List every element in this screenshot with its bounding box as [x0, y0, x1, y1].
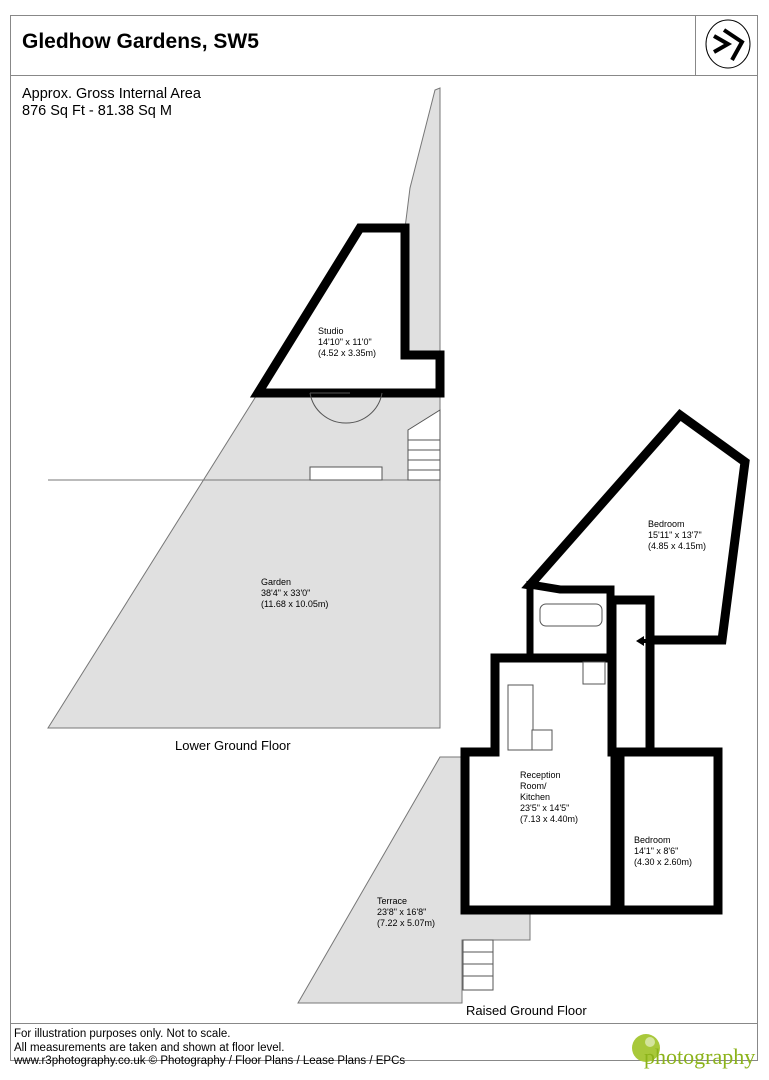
logo-text: photography [644, 1044, 756, 1069]
reception-label-2: Room/ [520, 781, 547, 791]
bathtub [539, 603, 603, 627]
disclaimer-line-1: For illustration purposes only. Not to s… [14, 1028, 231, 1040]
studio-label: Studio [318, 326, 344, 336]
garden-bench [309, 466, 383, 481]
disclaimer-line-2: All measurements are taken and shown at … [14, 1041, 285, 1054]
garden-metric: (11.68 x 10.05m) [261, 599, 328, 609]
lower-ground-floor-plan: Studio 14'10" x 11'0" (4.52 x 3.35m) Gar… [47, 87, 445, 753]
bedroom-1-metric: (4.85 x 4.15m) [648, 541, 706, 551]
hallway [607, 595, 655, 757]
footer-divider [10, 1023, 758, 1024]
garden-stairs [407, 409, 441, 481]
hob [531, 729, 553, 751]
garden-imperial: 38'4" x 33'0" [261, 588, 310, 598]
area-value: 876 Sq Ft - 81.38 Sq M [22, 103, 172, 119]
garden-label: Garden [261, 577, 291, 587]
terrace-label: Terrace [377, 896, 407, 906]
terrace-stairs [462, 939, 494, 991]
page-frame [10, 15, 758, 1061]
header-compass-divider [695, 15, 696, 75]
kitchen-counter [507, 684, 534, 751]
bedroom-1-label: Bedroom [648, 519, 685, 529]
entrance-arrow-icon [636, 636, 650, 646]
gross-internal-area: Approx. Gross Internal Area 876 Sq Ft - … [22, 86, 201, 120]
bedroom-2-metric: (4.30 x 2.60m) [634, 857, 692, 867]
raised-ground-floor-plan: Bedroom 15'11" x 13'7" (4.85 x 4.15m) Re… [297, 408, 750, 1018]
terrace-imperial: 23'8" x 16'8" [377, 907, 426, 917]
garden-area [47, 87, 441, 729]
reception-label: Reception [520, 770, 561, 780]
raised-ground-floor-label: Raised Ground Floor [466, 1003, 587, 1018]
bedroom-2-label: Bedroom [634, 835, 671, 845]
north-arrow-icon [705, 19, 751, 69]
reception-metric: (7.13 x 4.40m) [520, 814, 578, 824]
bedroom-2 [615, 747, 723, 915]
terrace-metric: (7.22 x 5.07m) [377, 918, 435, 928]
property-title: Gledhow Gardens, SW5 [22, 30, 259, 53]
reception-label-3: Kitchen [520, 792, 550, 802]
area-label: Approx. Gross Internal Area [22, 86, 201, 102]
disclaimer-line-3: www.r3photography.co.uk © Photography / … [14, 1055, 406, 1067]
studio-french-doors [309, 392, 383, 424]
studio-metric: (4.52 x 3.35m) [318, 348, 376, 358]
studio-imperial: 14'10" x 11'0" [318, 337, 372, 347]
r3-logo-icon [632, 1034, 660, 1062]
footer-disclaimer: For illustration purposes only. Not to s… [14, 1028, 405, 1069]
bedroom-2-imperial: 14'1" x 8'6" [634, 846, 678, 856]
reception-imperial: 23'5" x 14'5" [520, 803, 569, 813]
shower [582, 661, 606, 685]
bedroom-1-imperial: 15'11" x 13'7" [648, 530, 702, 540]
header-divider [10, 75, 758, 76]
studio-room [249, 223, 445, 398]
lower-ground-floor-label: Lower Ground Floor [175, 738, 291, 753]
